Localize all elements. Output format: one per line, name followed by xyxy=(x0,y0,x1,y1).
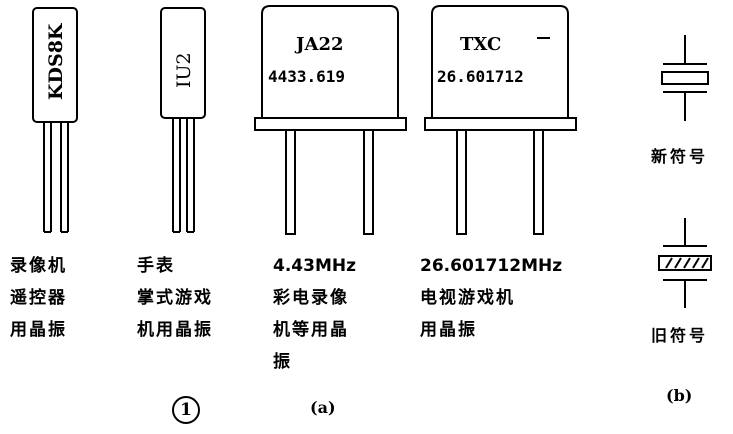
crystal-3-marking-line2: 4433.619 xyxy=(268,67,345,86)
label-new-symbol: 新符号 xyxy=(651,147,709,166)
caption-crystal-3: 4.43MHz 彩电录像 机等用晶 振 xyxy=(273,256,356,372)
label-old-symbol: 旧符号 xyxy=(651,326,709,345)
crystal-kds8k xyxy=(32,7,78,233)
crystal-txc xyxy=(424,5,577,235)
crystal-iu2 xyxy=(160,7,206,233)
crystal-4-marking-line1: TXC xyxy=(460,34,501,55)
caption-crystal-2: 手表 掌式游戏 机用晶振 xyxy=(137,256,213,340)
crystal-symbol-new xyxy=(661,35,709,121)
marker-part-a: (a) xyxy=(310,398,336,417)
crystal-symbol-old xyxy=(658,218,712,308)
crystal-ja22 xyxy=(254,5,407,235)
marker-circled-1: 1 xyxy=(172,396,200,424)
marker-part-b: (b) xyxy=(666,386,693,405)
crystal-4-marking-line2: 26.601712 xyxy=(437,67,524,86)
caption-crystal-4: 26.601712MHz 电视游戏机 用晶振 xyxy=(420,256,563,340)
crystal-3-marking-line1: JA22 xyxy=(294,34,344,55)
caption-crystal-1: 录像机 遥控器 用晶振 xyxy=(10,256,67,340)
crystal-2-marking: IU2 xyxy=(173,52,195,88)
crystal-1-marking: KDS8K xyxy=(45,22,67,100)
